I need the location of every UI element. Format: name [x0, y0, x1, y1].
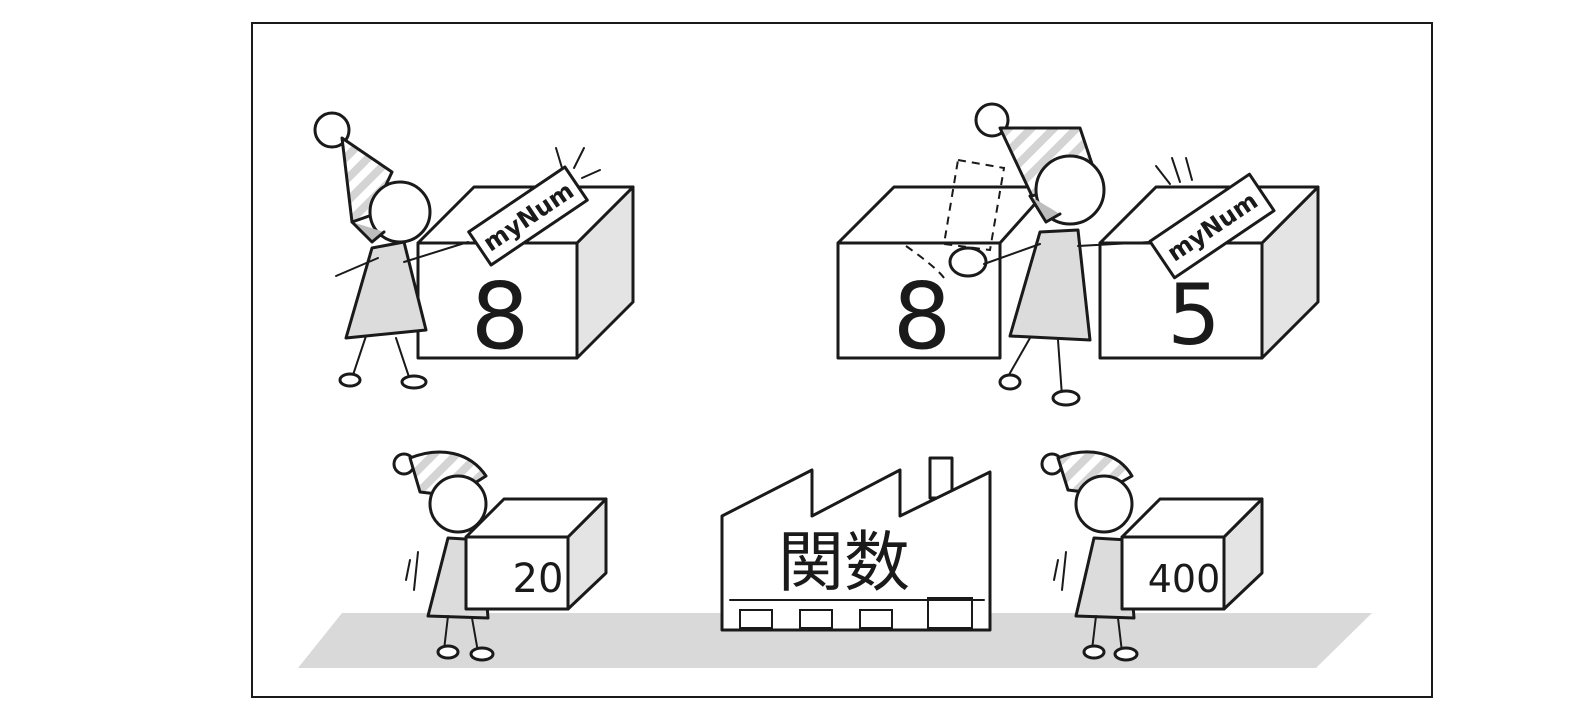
action-lines — [405, 551, 419, 591]
output-value: 400 — [1148, 557, 1221, 601]
girl-figure — [313, 111, 469, 390]
box-output: 400 — [1120, 497, 1264, 611]
action-lines — [555, 147, 601, 179]
factory-label: 関数 — [778, 524, 910, 601]
action-lines — [1053, 551, 1067, 591]
new-box-value: 5 — [1167, 266, 1220, 364]
scene-function-factory: 関数 20 — [298, 450, 1372, 668]
box-new-5: 5 — [1098, 185, 1320, 364]
box-input: 20 — [464, 497, 608, 611]
input-value: 20 — [513, 556, 564, 602]
box-8: 8 — [416, 185, 635, 370]
box-value: 8 — [471, 263, 530, 370]
removed-tag-outline — [905, 245, 945, 279]
old-box-value: 8 — [893, 263, 952, 370]
action-lines — [1155, 157, 1193, 185]
scene-variable-assign: 8 myNum — [313, 111, 635, 390]
removed-tag-outline — [942, 158, 1006, 252]
factory-building: 関数 — [720, 456, 992, 632]
scene-variable-reassign: 8 5 myNum — [836, 102, 1320, 407]
box-old-8: 8 — [836, 185, 1052, 370]
girl-carrying-output — [1040, 450, 1139, 662]
girl-figure — [948, 102, 1151, 407]
